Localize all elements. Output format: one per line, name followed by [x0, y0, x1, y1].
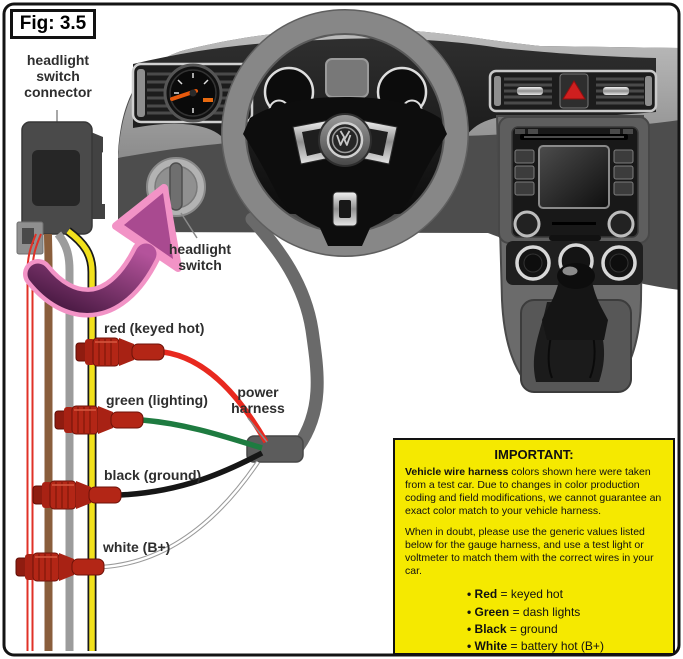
radio-side-buttons: [514, 149, 634, 196]
radio-knob-right: [607, 210, 635, 238]
legend-item-red: Red = keyed hot: [467, 586, 663, 603]
leader-lines: [180, 212, 268, 443]
center-console: [495, 115, 650, 393]
wheel-spokes: [243, 97, 447, 246]
wire-tap-connectors: [15, 337, 165, 582]
left-vent-gauge-pod: [131, 62, 254, 124]
notice-paragraph-1-lead: Vehicle wire harness: [405, 466, 509, 478]
figure-number-label: Fig: 3.5: [10, 9, 96, 39]
vw-emblem-icon: [318, 113, 372, 167]
center-vents: [488, 69, 658, 113]
important-notice-box: IMPORTANT: Vehicle wire harness colors s…: [393, 438, 675, 655]
notice-paragraph-2: When in doubt, please use the generic va…: [405, 526, 654, 578]
callout-connector: headlight switch connector: [24, 52, 92, 101]
callout-headlight-switch: headlight switch: [168, 241, 232, 274]
radio-knob-left: [513, 210, 541, 238]
notice-paragraph-1: Vehicle wire harness colors shown here w…: [405, 466, 663, 518]
wire-black-ground: [119, 450, 264, 498]
wire-yellow: [66, 228, 95, 651]
install-direction-arrow-icon: [23, 184, 182, 318]
wire-red-keyed-hot: [162, 349, 269, 444]
wire-label-red: red (keyed hot): [104, 320, 205, 336]
wire-label-white: white (B+): [103, 539, 171, 555]
notice-paragraph-1-body: colors shown here were taken from a test…: [405, 466, 662, 518]
wire-label-green: green (lighting): [106, 392, 208, 408]
hvac-controls: [506, 235, 643, 285]
radio-screen: [538, 145, 610, 209]
wire-gray: [54, 231, 74, 651]
notice-color-legend: Red = keyed hot Green = dash lights Blac…: [405, 586, 663, 653]
gear-shifter: [520, 263, 632, 393]
tap-connector: [75, 337, 165, 367]
callout-power-harness: power harness: [231, 384, 285, 417]
legend-item-white: White = battery hot (B+): [467, 638, 663, 653]
radio-head-unit: [498, 116, 650, 244]
steering-wheel: [221, 9, 469, 257]
legend-item-green: Green = dash lights: [467, 604, 663, 621]
legend-item-black: Black = ground: [467, 621, 663, 638]
gauge-wires: [102, 349, 269, 570]
notice-title: IMPORTANT:: [494, 447, 574, 462]
aftermarket-gauge-icon: [163, 63, 223, 123]
wire-label-black: black (ground): [104, 467, 202, 483]
hazard-warning-icon: [559, 73, 589, 109]
wire-green-lighting: [141, 417, 263, 451]
